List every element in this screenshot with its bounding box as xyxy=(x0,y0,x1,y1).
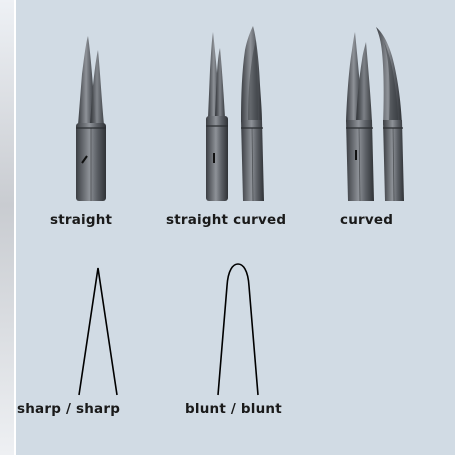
scissor-types-panel: straight straight curved curved sharp / … xyxy=(16,0,455,455)
curved-scissors-front-image xyxy=(346,32,374,201)
straight-scissors-image xyxy=(76,36,106,201)
label-blunt-blunt: blunt / blunt xyxy=(185,401,282,417)
curved-scissors-side-image xyxy=(376,27,404,201)
label-straight: straight xyxy=(50,212,112,228)
sharp-sharp-tip-outline xyxy=(79,268,117,395)
blunt-blunt-tip-outline xyxy=(218,264,258,395)
straight-curved-scissors-straight-image xyxy=(206,32,228,201)
label-curved: curved xyxy=(340,212,393,228)
straight-curved-scissors-curved-image xyxy=(241,26,264,201)
left-edge-strip xyxy=(0,0,14,455)
label-straight-curved: straight curved xyxy=(166,212,286,228)
label-sharp-sharp: sharp / sharp xyxy=(17,401,120,417)
